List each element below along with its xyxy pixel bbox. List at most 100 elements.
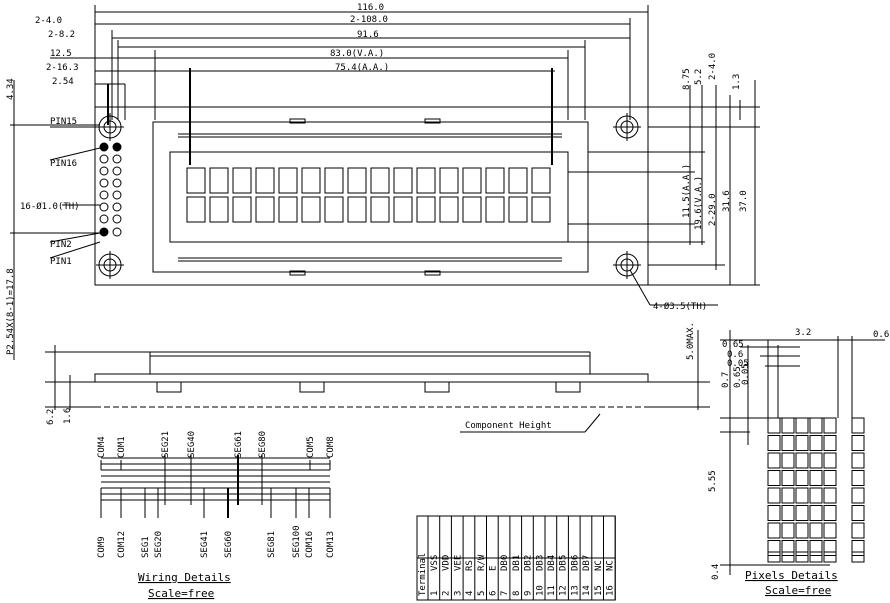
wiring-bottom-label: SEG20 (154, 531, 164, 558)
pixel-dot-next (851, 487, 865, 504)
pixel-dot (767, 435, 781, 451)
pixels-title: Pixels Details (745, 569, 838, 582)
dim-31-6: 31.6 (722, 190, 732, 212)
pixels-scale: Scale=free (765, 584, 831, 597)
hole-spec-label: 16-Ø1.0(TH) (20, 201, 80, 212)
terminal-pin-name: VEE (453, 555, 463, 571)
connector-pin (99, 214, 109, 224)
pixel-dot-next (851, 540, 865, 556)
connector-pin (112, 190, 122, 200)
character-cell (209, 167, 229, 194)
terminal-number: 5 (477, 591, 487, 596)
pixel-dot (795, 470, 809, 486)
pixel-dim-0-05: 0.05 (727, 359, 749, 369)
pin2-label: PIN2 (50, 240, 72, 250)
connector-pin (99, 166, 109, 176)
character-cells (186, 167, 551, 223)
wiring-top-label: SEG61 (234, 431, 244, 458)
wiring-top-label: SEG21 (161, 431, 171, 458)
character-cell (416, 196, 436, 223)
connector-pin (99, 227, 109, 237)
pixel-dot (795, 417, 809, 434)
pixel-dot (809, 522, 823, 539)
wiring-top-label: SEG80 (258, 431, 268, 458)
pixel-dot (781, 470, 795, 486)
pin16-label: PIN16 (50, 159, 77, 169)
terminal-number: 7 (500, 591, 510, 596)
terminal-number: 9 (524, 591, 534, 596)
mounting-hole-bottom-right (613, 251, 641, 279)
pixel-dot (809, 470, 823, 486)
wiring-top-label: SEG40 (187, 431, 197, 458)
pixel-dot (795, 505, 809, 521)
character-cell (324, 167, 344, 194)
character-cell (370, 167, 390, 194)
character-cell (416, 167, 436, 194)
character-cell (255, 196, 275, 223)
terminal-pin-name: DB4 (547, 555, 557, 571)
terminal-number: 12 (559, 585, 569, 596)
pixel-dot (781, 487, 795, 504)
dim-pin-pitch: 2.54 (52, 77, 74, 87)
terminal-pin-name: DB0 (500, 555, 510, 571)
character-cell (209, 196, 229, 223)
cursor-dot-next (851, 551, 865, 563)
terminal-pin-name: RS (465, 560, 475, 571)
wiring-top-label: COM4 (97, 436, 107, 458)
character-cell (508, 167, 528, 194)
terminal-number: 1 (430, 591, 440, 596)
pixel-dot (809, 417, 823, 434)
dim-active-height: 11.5(A.A.) (682, 164, 692, 218)
pixel-dimension-lines (720, 330, 885, 575)
pixel-dot (809, 540, 823, 556)
character-cell (462, 196, 482, 223)
terminal-pin-name: VDD (442, 555, 452, 571)
wiring-bottom-label: SEG1 (141, 536, 151, 558)
pixel-dot (767, 452, 781, 469)
pixel-dot (767, 470, 781, 486)
pixel-dim-0-05b: 0.05 (741, 363, 751, 385)
connector-pin (112, 154, 122, 164)
cursor-dot (767, 551, 781, 563)
character-cell (347, 167, 367, 194)
dim-1-6: 1.6 (63, 408, 73, 424)
pixel-dot-next (851, 470, 865, 486)
mounting-holes (96, 113, 641, 279)
pixel-dim-0-4: 0.4 (711, 564, 721, 580)
character-cell (531, 167, 551, 194)
character-cell (439, 167, 459, 194)
terminal-pin-name: DB6 (570, 555, 580, 571)
table-header: Terminal (418, 553, 428, 596)
terminal-number: 3 (453, 591, 463, 596)
pixel-dot (823, 487, 837, 504)
terminal-number: 6 (489, 591, 499, 596)
dim-2-4-0: 2-4.0 (35, 16, 62, 26)
pin1-label: PIN1 (50, 257, 72, 267)
pixel-dot (795, 435, 809, 451)
right-dimension-labels: 8.75 5.2 2-4.0 1.3 11.5(A.A.) 19.6(V.A.)… (653, 53, 749, 312)
mounting-hole-bottom-left (96, 251, 124, 279)
connector-pins (99, 142, 122, 237)
pixel-dot (781, 522, 795, 539)
wiring-top-label: COM5 (306, 436, 316, 458)
pixel-dot (767, 522, 781, 539)
side-view (45, 330, 710, 433)
dim-hole-note: 4-Ø3.5(TH) (653, 301, 707, 312)
wiring-title: Wiring Details (138, 571, 231, 584)
terminal-number: 13 (570, 585, 580, 596)
terminal-number: 2 (442, 591, 452, 596)
pixel-dot (767, 417, 781, 434)
pixel-dim-5-55: 5.55 (708, 470, 718, 492)
character-cell (232, 167, 252, 194)
pixel-dim-0-65-left: 0.65 (733, 366, 743, 388)
terminal-number: 15 (594, 585, 604, 596)
character-cell (393, 196, 413, 223)
terminal-number: 10 (535, 585, 545, 596)
dim-overall-height: 37.0 (739, 190, 749, 212)
wiring-bottom-label: COM12 (117, 531, 127, 558)
pixel-dot (809, 452, 823, 469)
pixel-dot (767, 505, 781, 521)
pixel-dot (823, 505, 837, 521)
